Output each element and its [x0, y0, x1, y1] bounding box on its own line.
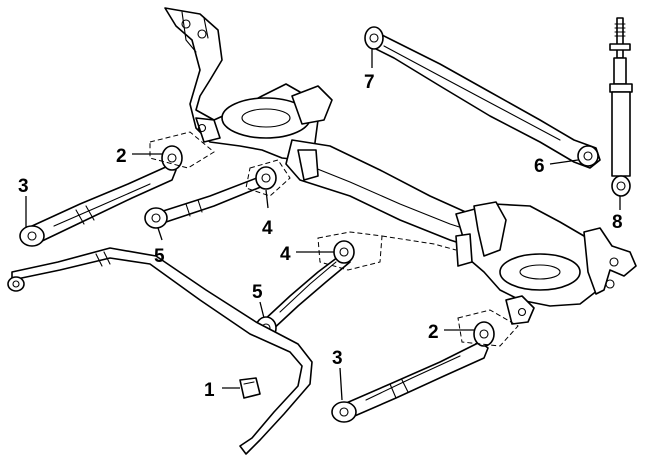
toe-link-right-5	[255, 240, 355, 340]
bushing-box-2-right	[457, 309, 519, 347]
callout-6: 6	[534, 156, 545, 177]
bushing-box-4-right-extension	[381, 235, 457, 251]
callout-3-right: 3	[332, 348, 343, 369]
callout-8: 8	[612, 212, 623, 233]
callout-3-left: 3	[18, 176, 29, 197]
shock-absorber-8	[609, 17, 633, 197]
stabilizer-bushing-1	[239, 377, 261, 399]
lower-arm-right-3	[331, 321, 495, 423]
bushing-box-4-left	[245, 159, 291, 197]
callout-2-right: 2	[428, 322, 439, 343]
callout-2-left: 2	[116, 146, 127, 167]
bushing-box-4-right	[317, 231, 383, 271]
callout-5-lower: 5	[252, 282, 263, 303]
trailing-arm-7	[364, 26, 601, 169]
callout-5-left: 5	[154, 246, 165, 267]
toe-link-left-4	[144, 166, 277, 229]
callout-4-upper: 4	[262, 218, 273, 239]
callout-4-lower: 4	[280, 244, 291, 265]
stabilizer-bar	[7, 247, 313, 455]
bushing-box-2-left	[149, 131, 215, 169]
callout-1: 1	[204, 380, 215, 401]
rear-subframe	[164, 7, 637, 325]
lower-arm-left-3	[19, 145, 183, 247]
leader-lines	[25, 48, 621, 401]
callout-7: 7	[364, 72, 375, 93]
